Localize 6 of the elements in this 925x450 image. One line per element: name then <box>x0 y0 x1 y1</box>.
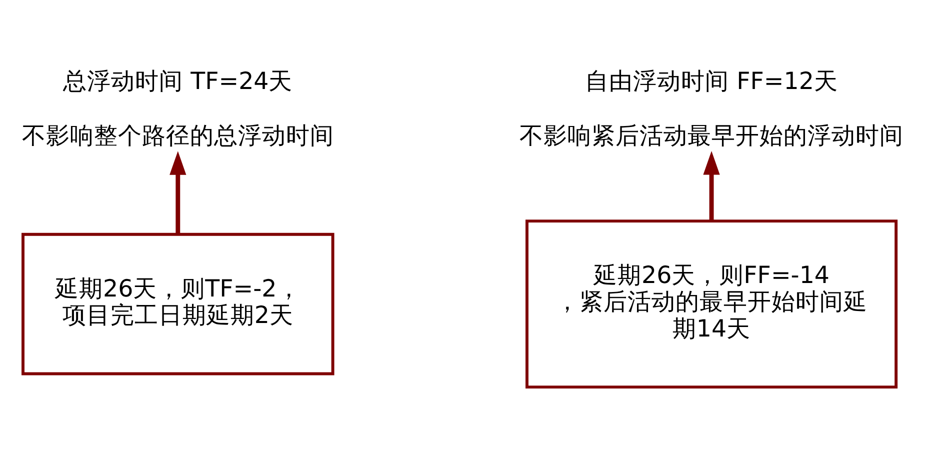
node-text: 总浮动时间 TF=24天 不影响整个路径的总浮动时间 <box>22 66 334 150</box>
node-box: 延期26天，则TF=-2，项目完工日期延期2天 <box>22 232 334 375</box>
arrow <box>703 150 720 220</box>
node-box: 延期26天，则FF=-14，紧后活动的最早开始时间延期14天 <box>526 219 898 388</box>
node-text: 自由浮动时间 FF=12天 不影响紧后活动最早开始的浮动时间 <box>520 66 904 150</box>
arrow <box>170 150 186 234</box>
